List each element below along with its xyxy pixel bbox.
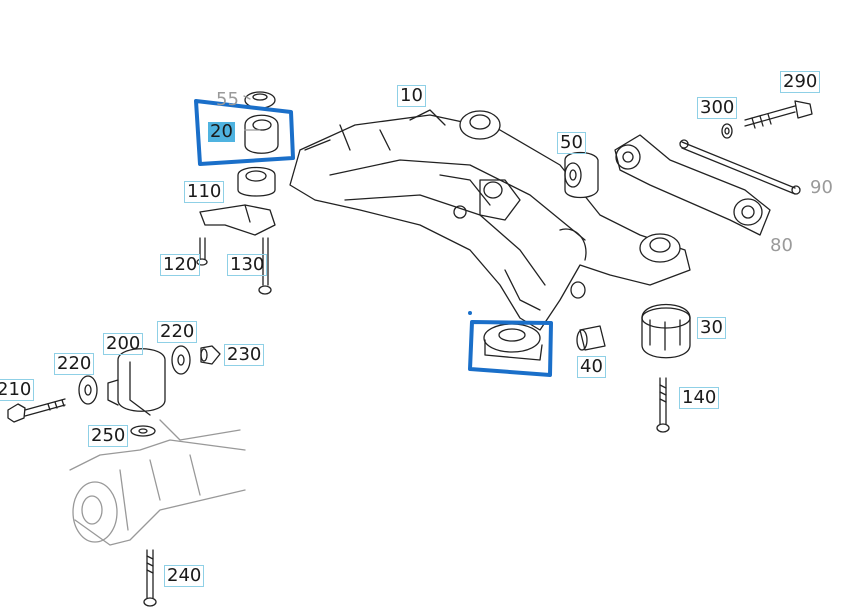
callout-110[interactable]: 110 [184,181,225,203]
callout-40[interactable]: 40 [577,356,606,378]
bolt-290 [744,100,813,129]
callout-55[interactable]: 55 [216,89,239,110]
callout-220-left[interactable]: 220 [54,353,95,375]
bolt-140 [656,377,670,433]
callout-130[interactable]: 130 [227,254,268,276]
callout-10[interactable]: 10 [397,85,426,107]
mount-stack-55-20 [237,91,279,197]
bracket-110 [199,204,276,236]
callout-20[interactable]: 20 [208,121,235,142]
callout-90[interactable]: 90 [810,177,833,198]
callout-250[interactable]: 250 [88,425,129,447]
mount-200 [107,348,166,416]
washer-250 [130,425,156,437]
callout-50[interactable]: 50 [557,132,586,154]
bolt-240 [143,549,157,607]
callout-80[interactable]: 80 [770,235,793,256]
callout-210[interactable]: 210 [0,379,35,401]
bolt-210 [7,398,66,423]
callout-200[interactable]: 200 [103,333,144,355]
callout-140[interactable]: 140 [679,387,720,409]
control-arm-80 [614,134,771,236]
highlight-box-lower-mount [468,320,553,377]
tie-rod-90 [679,139,801,195]
bushing-40 [576,325,606,351]
callout-290[interactable]: 290 [780,71,821,93]
bolt-130 [258,237,272,295]
subframe-part [289,109,691,331]
nut-230 [200,345,221,365]
washer-220-left [78,375,98,405]
callout-240[interactable]: 240 [164,565,205,587]
bushing-50 [564,151,599,199]
callout-30[interactable]: 30 [697,317,726,339]
highlight-box-20 [194,99,295,166]
callout-300[interactable]: 300 [697,97,738,119]
wheel-carrier-housing [69,419,246,546]
mount-bushing-30 [641,303,691,359]
callout-230[interactable]: 230 [224,344,265,366]
washer-220-right [171,345,191,375]
washer-300 [721,123,733,139]
lower-arm-mount [483,323,543,361]
highlight-dot [468,311,472,315]
callout-120[interactable]: 120 [160,254,201,276]
mount-bushing-top-right [459,110,681,263]
callout-220-right[interactable]: 220 [157,321,198,343]
